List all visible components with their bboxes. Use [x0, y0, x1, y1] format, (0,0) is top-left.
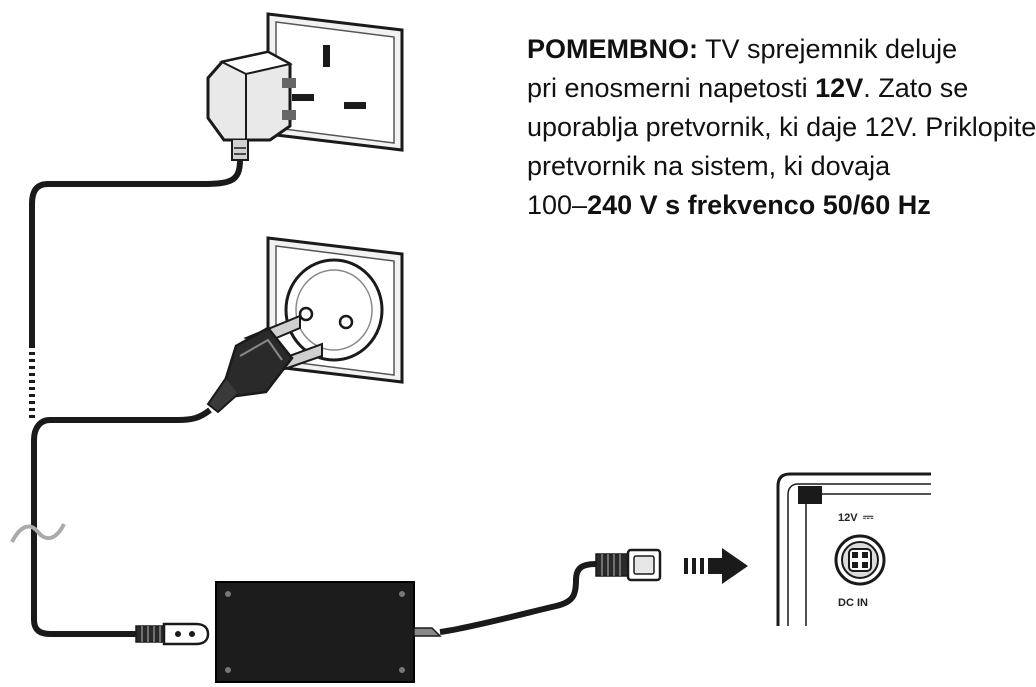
eu-plug — [206, 314, 323, 414]
note-lead: POMEMBNO: — [527, 34, 698, 64]
uk-plug — [206, 50, 296, 161]
important-note: POMEMBNO: TV sprejemnik deluje pri enosm… — [527, 30, 1036, 225]
dc-in-port — [834, 534, 886, 586]
uk-pin-slot-left — [292, 94, 314, 101]
port-label: DC IN — [838, 597, 868, 609]
power-adapter — [215, 581, 415, 683]
note-line-4: pretvornik na sistem, ki dovaja — [527, 151, 891, 181]
note-line-1: POMEMBNO: TV sprejemnik deluje — [527, 34, 958, 64]
eu-wall-socket — [266, 236, 404, 384]
voltage-label: 12V — [838, 512, 858, 524]
note-line-5: 100–240 V s frekvenco 50/60 Hz — [527, 190, 931, 220]
connection-diagram: 12V ⎓ DC IN — [10, 12, 931, 683]
mains-cord — [10, 159, 243, 637]
adapter-input-connector — [135, 622, 210, 646]
arrow-right-icon — [684, 548, 748, 584]
dc-output-cable — [413, 548, 662, 637]
note-line-3: uporablja pretvornik, ki daje 12V. Prikl… — [527, 112, 1036, 142]
note-line-2: pri enosmerni napetosti 12V. Zato se — [527, 73, 969, 103]
uk-earth-pin-slot — [323, 45, 330, 67]
dc-symbol: ⎓ — [863, 509, 874, 524]
tv-rear-panel: 12V ⎓ DC IN — [776, 472, 931, 626]
uk-pin-slot-right — [344, 102, 366, 109]
